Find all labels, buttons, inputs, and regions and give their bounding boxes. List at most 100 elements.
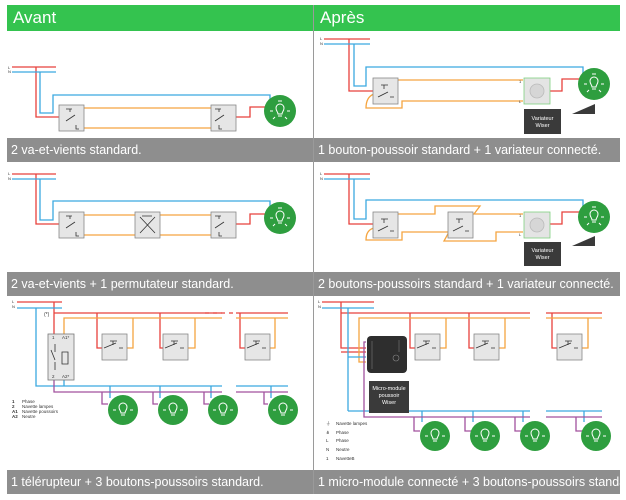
lamp-icon [268, 395, 298, 425]
lamp-icon [108, 395, 138, 425]
legend-key: 1 [326, 456, 329, 461]
caption-row2-after: 2 boutons-poussoirs standard + 1 variate… [314, 272, 620, 296]
diagram-row1-before: L N [8, 65, 296, 132]
push-button [556, 333, 583, 361]
wire-neutral [324, 178, 584, 220]
line-label-n: N [320, 176, 323, 181]
relay-terminal: A2* [62, 374, 70, 379]
caption-row3-before: 1 télérupteur + 3 boutons-poussoirs stan… [7, 470, 313, 494]
relay-terminal: 2 [52, 374, 55, 379]
terminal-label-l: L [519, 232, 522, 237]
wire-navette-lamps [53, 379, 288, 405]
wire-navette [83, 107, 212, 129]
wire-break [530, 409, 546, 419]
lamp-icon [578, 201, 610, 233]
wire-phase [12, 66, 270, 118]
wire-phase [324, 38, 584, 92]
caption-row2-before: 2 va-et-vients + 1 permutateur standard. [7, 272, 313, 296]
push-button [372, 77, 399, 105]
lamp-icon [420, 421, 450, 451]
diagram-row3-before: L N (*) 1 A1* 2 A2* [12, 299, 298, 425]
lamp-icon [264, 95, 296, 127]
diagram-row1-after: L N 1 L Variateur Wiser [320, 36, 610, 134]
line-label-n: N [8, 69, 11, 74]
dimmer-label-line1: Variateur [532, 248, 554, 254]
wire-navette [365, 79, 523, 109]
legend-text: NavetteB [336, 456, 355, 461]
wire-break [222, 311, 236, 321]
legend-key: ⏚ [326, 420, 331, 426]
header-before: Avant [7, 5, 313, 31]
legend-key: N [326, 447, 329, 452]
dimmer-label-box [524, 109, 561, 134]
legend-text: Neutre [336, 447, 350, 452]
lamp-icon [578, 68, 610, 100]
lamp-icon [520, 421, 550, 451]
dimming-ramp-icon [572, 104, 595, 114]
diagram-row2-after: L N 1 L Variateur Wiser [320, 171, 610, 266]
line-label-n: N [318, 304, 321, 309]
legend-key: A2 [12, 414, 18, 419]
wire-neutral [12, 178, 271, 221]
module-label-line1: Micro-module [372, 386, 405, 392]
lamp-icon [264, 202, 296, 234]
push-button [414, 333, 441, 361]
line-label-l: L [8, 171, 11, 176]
line-label-n: N [320, 41, 323, 46]
dimmer-wiser [523, 211, 551, 239]
legend-text: Navette lampes [336, 421, 368, 426]
two-way-switch [210, 104, 237, 132]
legend-key: ⋔ [326, 430, 330, 435]
wire-phase [324, 173, 584, 225]
diagram-row2-before: L N [8, 171, 296, 239]
line-label-l: L [320, 36, 323, 41]
legend-key: A1 [12, 409, 18, 414]
wire-navette-pushbuttons [63, 317, 288, 349]
dimmer-label-line2: Wiser [535, 123, 549, 129]
legend-text: Phase [336, 438, 349, 443]
two-way-switch [58, 211, 85, 239]
line-label-n: N [8, 176, 11, 181]
diagram-row3-after: L N Micro-module poussoir Wiser [318, 299, 611, 461]
line-label-l: L [12, 299, 15, 304]
lamp-icon [158, 395, 188, 425]
lamp-icon [581, 421, 611, 451]
push-button [473, 333, 500, 361]
wire-phase [17, 301, 288, 349]
relay-terminal: A1* [62, 335, 70, 340]
legend: 1 Phase 2 Navette lampes A1 Navette pous… [12, 399, 59, 419]
micro-module-wiser [367, 336, 407, 373]
legend-text: Navette poussoirs [22, 409, 59, 414]
lamp-icon [208, 395, 238, 425]
lamp-icon [470, 421, 500, 451]
relay-terminal: 1 [52, 335, 55, 340]
push-button [372, 211, 399, 239]
legend-text: Navette lampes [22, 404, 54, 409]
caption-row3-after: 1 micro-module connecté + 3 boutons-pous… [314, 470, 620, 494]
legend-key: 1 [12, 399, 15, 404]
wire-navette [365, 205, 523, 242]
line-label-l: L [318, 299, 321, 304]
caption-row1-before: 2 va-et-vients standard. [7, 138, 313, 162]
line-label-l: L [8, 65, 11, 70]
legend-text: Neutre [22, 414, 36, 419]
relay-note: (*) [44, 312, 50, 318]
push-button [101, 333, 128, 361]
line-label-l: L [320, 171, 323, 176]
module-label-line3: Wiser [382, 400, 396, 406]
module-label-line2: poussoir [379, 393, 400, 399]
legend-key: L [326, 438, 329, 443]
wire-neutral [324, 43, 584, 87]
legend: ⏚ Navette lampes ⋔ Phase L Phase N Neutr… [326, 420, 368, 461]
column-divider [313, 5, 314, 494]
wire-navette-lamps [363, 341, 602, 432]
dimmer-label-line1: Variateur [532, 116, 554, 122]
push-button [447, 211, 474, 239]
legend-text: Phase [22, 399, 35, 404]
header-after: Après [314, 5, 620, 31]
dimmer-label-box [524, 242, 561, 266]
dimming-ramp-icon [572, 236, 595, 246]
push-button [244, 333, 271, 361]
intermediate-switch [134, 211, 161, 239]
legend-key: 2 [12, 404, 15, 409]
